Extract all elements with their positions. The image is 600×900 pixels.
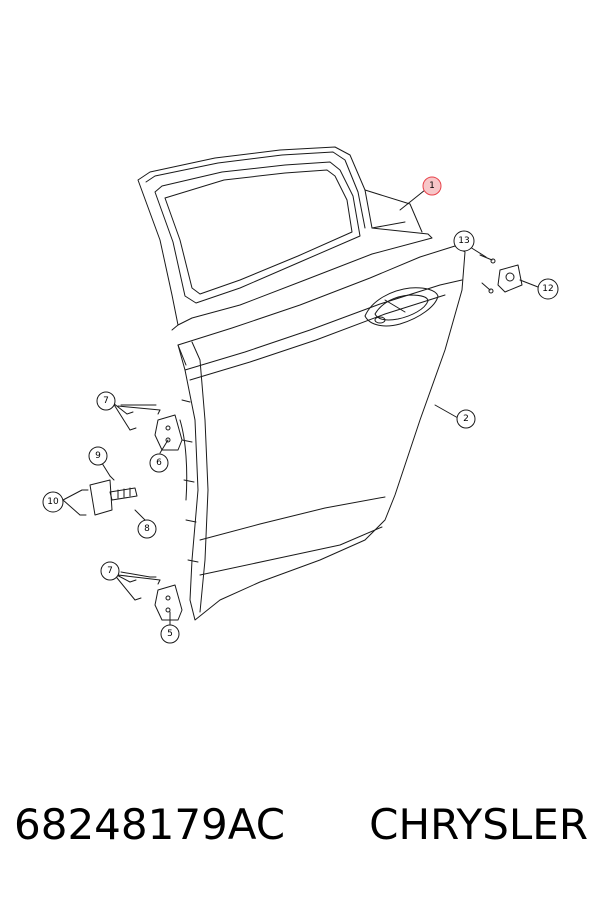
callout-label: 7 xyxy=(107,566,113,576)
callout-label: 1 xyxy=(429,181,435,191)
callout-label: 9 xyxy=(95,451,101,461)
leader-lines xyxy=(62,189,539,626)
callout-label: 2 xyxy=(463,414,469,424)
callout-8: 8 xyxy=(137,519,157,539)
caption-bar: 68248179AC CHRYSLER xyxy=(0,800,600,870)
door-frame xyxy=(137,146,433,331)
callouts: 1 2 5 6 7 7 8 9 xyxy=(42,176,559,644)
callout-5: 5 xyxy=(160,624,180,644)
callout-12: 12 xyxy=(537,278,559,300)
door-handle xyxy=(364,287,439,327)
door-latch xyxy=(479,254,523,294)
callout-7-lower: 7 xyxy=(100,561,120,581)
callout-13: 13 xyxy=(453,230,475,252)
callout-label: 10 xyxy=(47,497,59,507)
callout-2: 2 xyxy=(456,409,476,429)
door-check xyxy=(79,475,138,516)
upper-hinge xyxy=(126,404,183,451)
door-parts-diagram: 1 2 5 6 7 7 8 9 xyxy=(42,146,559,644)
callout-label: 5 xyxy=(167,629,173,639)
lower-hinge xyxy=(129,576,183,621)
callout-10: 10 xyxy=(42,491,64,513)
brand-name: CHRYSLER xyxy=(369,800,588,849)
part-number: 68248179AC xyxy=(14,800,286,849)
callout-1: 1 xyxy=(422,176,442,196)
callout-label: 12 xyxy=(542,284,553,294)
callout-label: 13 xyxy=(458,236,469,246)
door-shell xyxy=(177,245,466,621)
callout-9: 9 xyxy=(88,446,108,466)
callout-label: 6 xyxy=(156,458,162,468)
callout-6: 6 xyxy=(149,453,169,473)
callout-label: 7 xyxy=(103,396,109,406)
callout-label: 8 xyxy=(144,524,150,534)
callout-7-upper: 7 xyxy=(96,391,116,411)
